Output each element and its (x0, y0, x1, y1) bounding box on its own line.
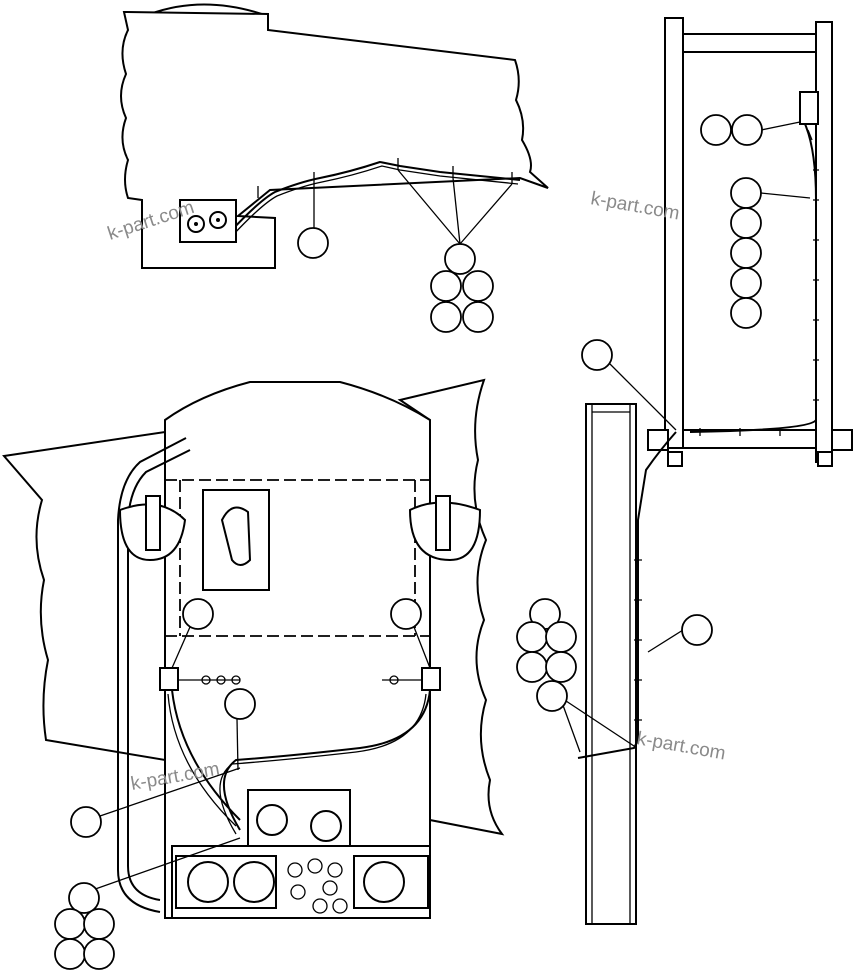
bottom-left-view (2, 378, 505, 970)
top-left-view (120, 3, 549, 333)
top-right-view (647, 17, 853, 467)
bottom-right-view (516, 339, 713, 925)
watermark-3: k-part.com (635, 728, 727, 764)
